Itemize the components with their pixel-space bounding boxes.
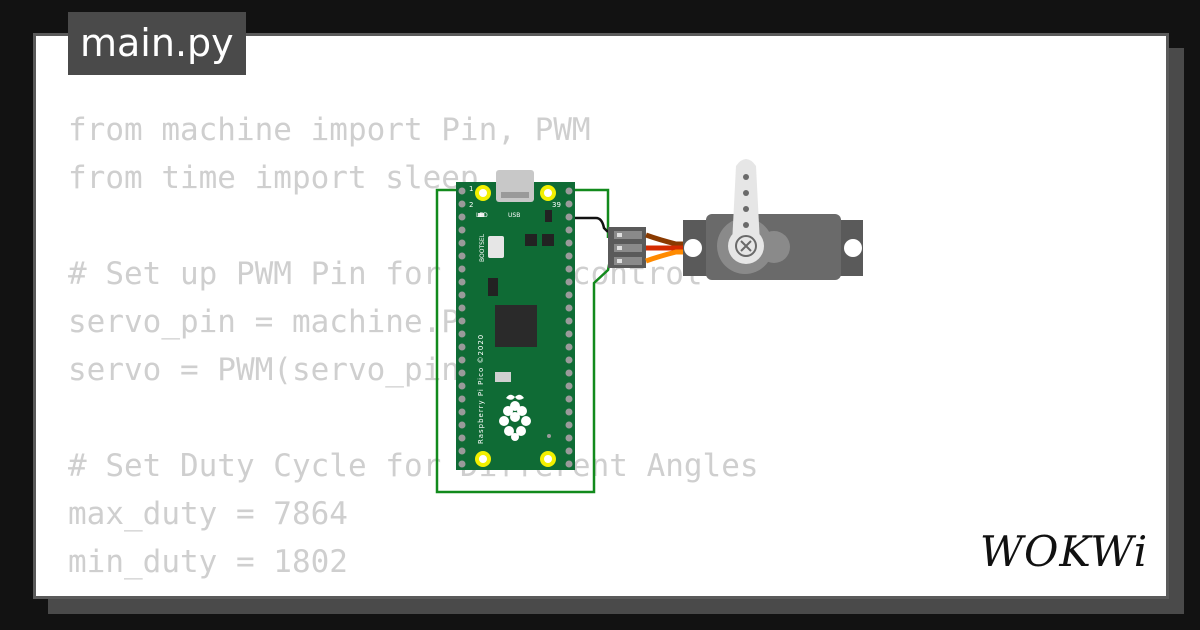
bootsel-button[interactable]: [488, 236, 504, 258]
ground-wire[interactable]: [566, 216, 609, 233]
left-pin-header: [458, 187, 466, 468]
raspberry-pi-logo: [499, 394, 531, 441]
led: [478, 213, 484, 217]
wokwi-logo-text: WOKWi: [980, 527, 1148, 574]
filename-tab[interactable]: main.py: [68, 12, 246, 75]
usb-label: USB: [508, 212, 520, 219]
mounting-holes: [475, 185, 556, 467]
code-line: servo = PWM(servo_pin): [68, 352, 479, 388]
rp2040-chip: [495, 305, 537, 347]
bootsel-label: BOOTSEL: [479, 233, 486, 262]
code-line: min_duty = 1802: [68, 544, 348, 580]
code-line: from time import sleep: [68, 160, 479, 196]
code-line: from machine import Pin, PWM: [68, 112, 591, 148]
servo-connector[interactable]: [608, 227, 646, 268]
pico-board[interactable]: 1 2 39 LED USB BOOTSEL Raspberry Pi Pico…: [456, 170, 575, 470]
pin-label-1: 1: [469, 185, 473, 193]
code-line: half_duty = int(max_duty/2): [68, 586, 759, 596]
servo-horn[interactable]: [732, 159, 760, 244]
wokwi-logo: WOKWi: [980, 527, 1148, 574]
code-line: max_duty = 7864: [68, 496, 348, 532]
led-label: LED: [476, 212, 488, 219]
right-pin-header: [565, 187, 573, 468]
preview-card: from machine import Pin, PWM from time im…: [33, 33, 1169, 599]
code-editor: from machine import Pin, PWM from time im…: [68, 106, 759, 596]
power-wire[interactable]: [572, 188, 610, 238]
board-name-label: Raspberry Pi Pico ©2020: [477, 334, 485, 444]
servo-motor[interactable]: [683, 159, 863, 280]
signal-wire[interactable]: [435, 188, 612, 494]
pin-label-2: 2: [469, 201, 473, 209]
pin-label-39: 39: [552, 201, 561, 209]
